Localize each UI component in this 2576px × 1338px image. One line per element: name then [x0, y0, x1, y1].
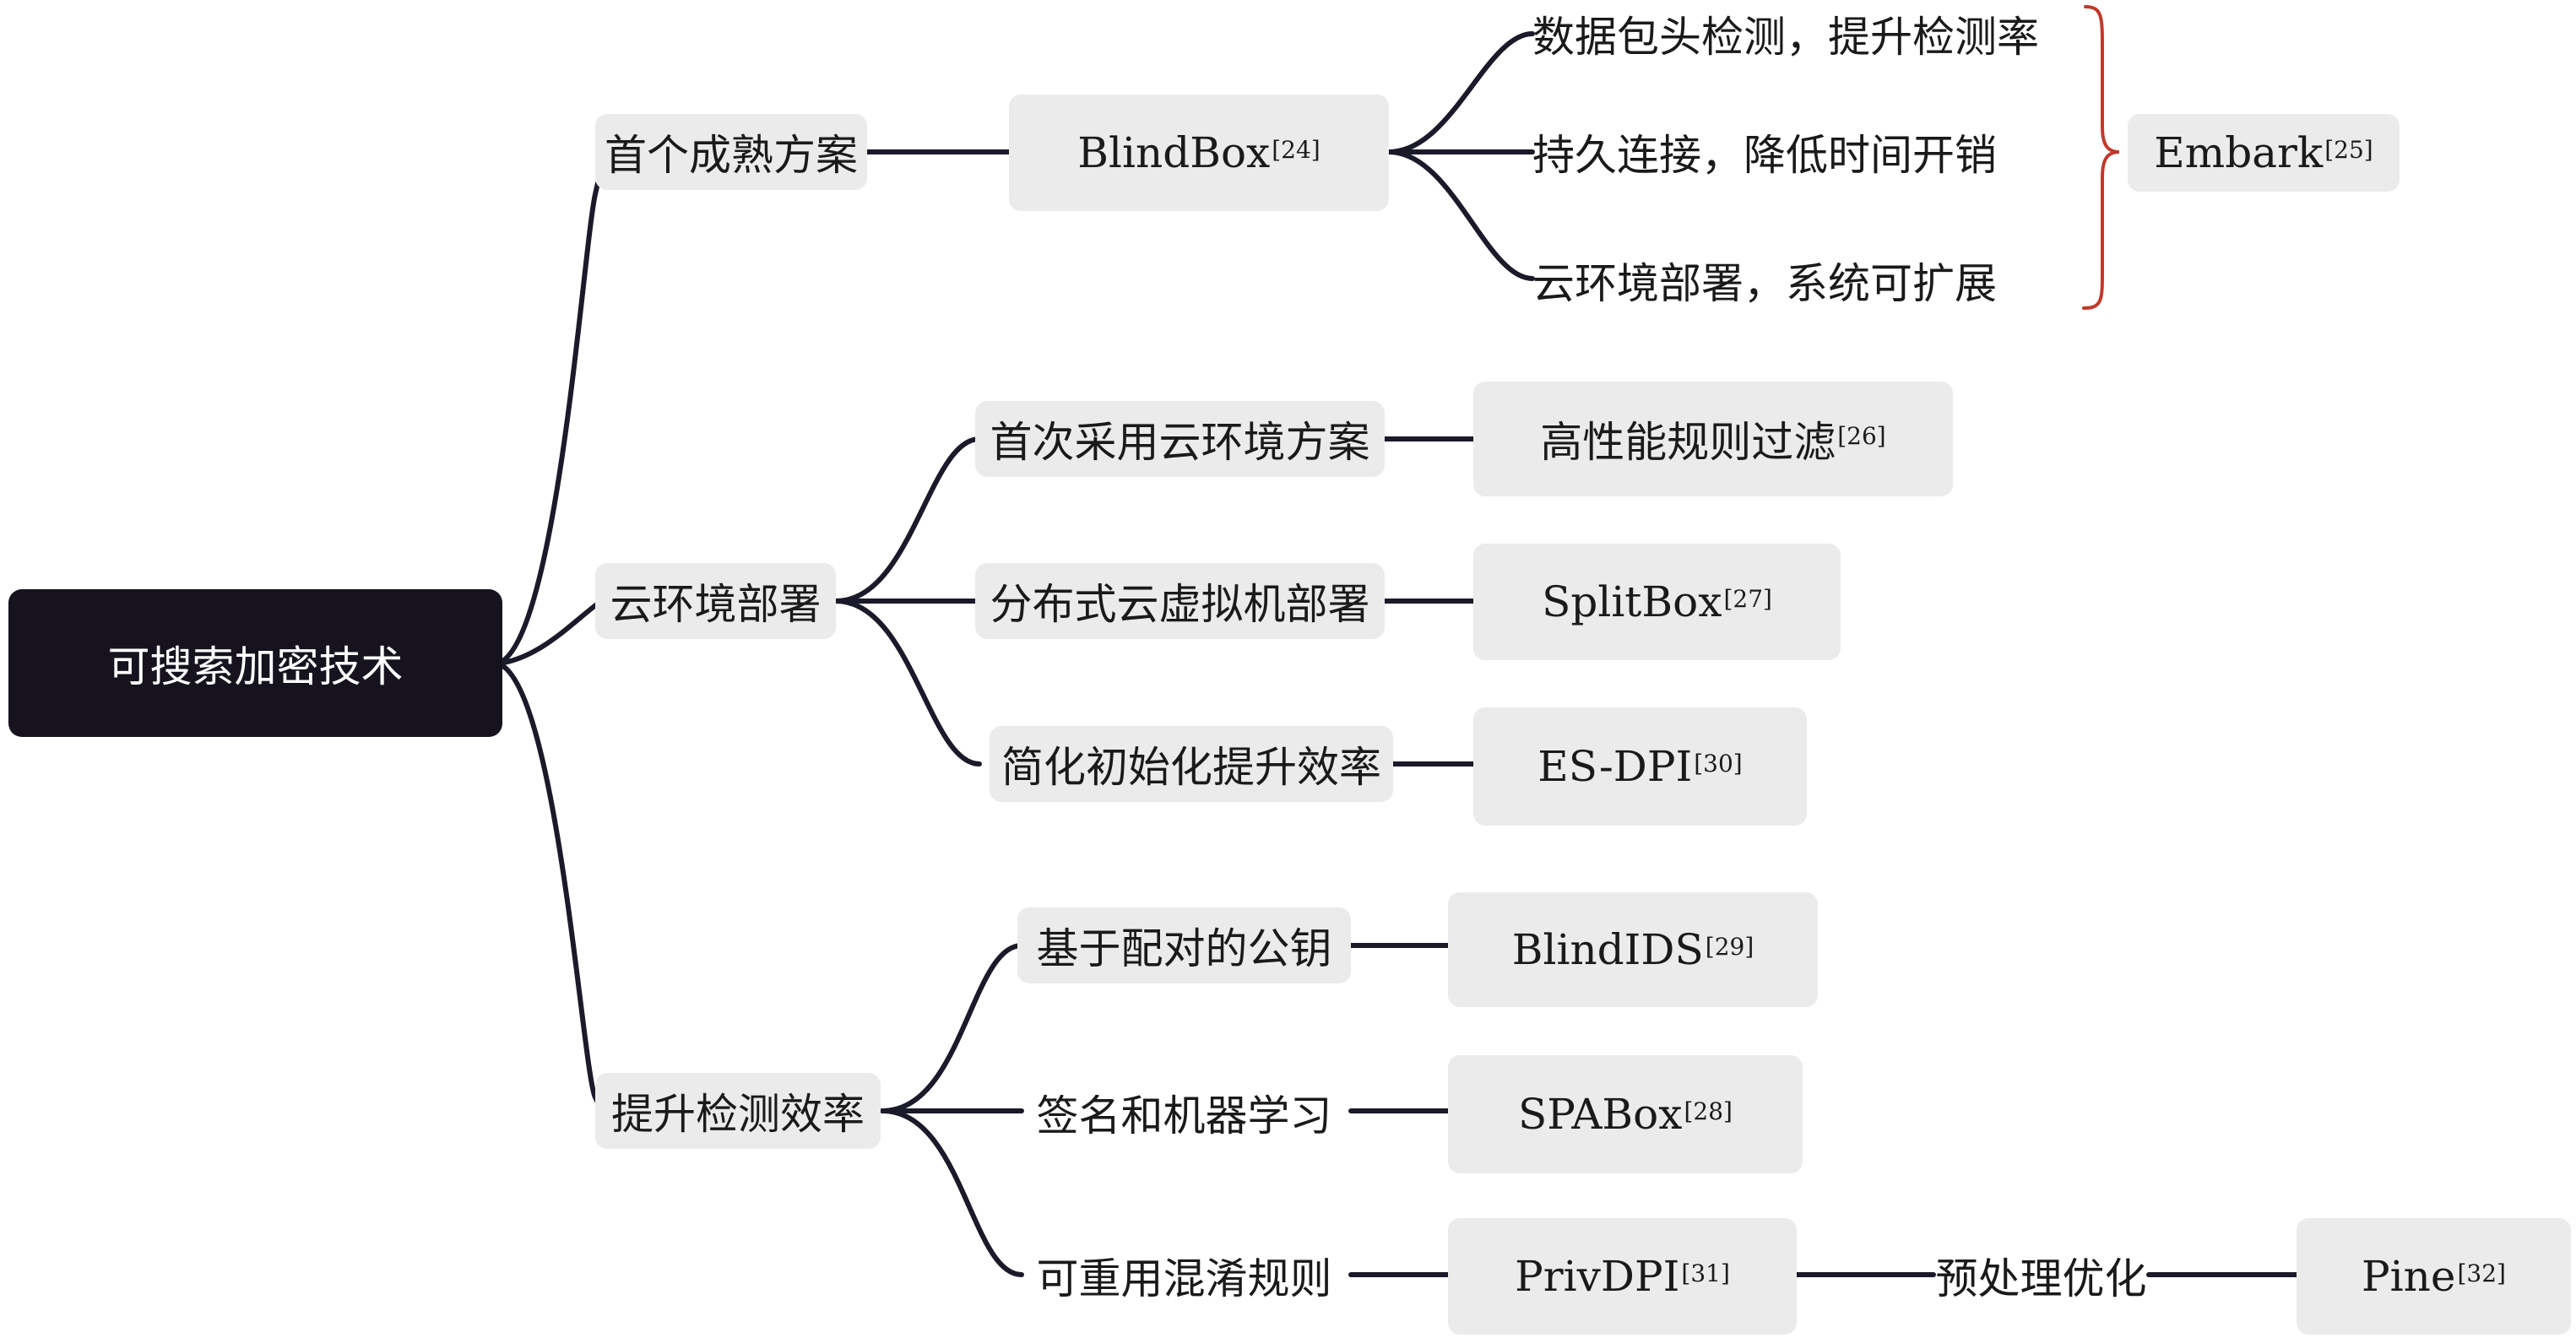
node-label: SplitBox [1542, 577, 1722, 626]
node-label: 预处理优化 [1935, 1254, 2147, 1303]
branch-improve-detection[interactable]: 提升检测效率 [595, 1073, 881, 1149]
feature-label: 数据包头检测，提升检测率 [1532, 13, 2039, 62]
branch-label: 云环境部署 [610, 580, 822, 629]
feature-persistent-connection[interactable]: 持久连接，降低时间开销 [1532, 118, 2073, 186]
privdpi-node[interactable]: PrivDPI[31] [1448, 1218, 1797, 1335]
embark-node[interactable]: Embark[25] [2128, 114, 2400, 192]
blindbox-node[interactable]: BlindBox[24] [1009, 95, 1389, 211]
citation: [26] [1837, 421, 1886, 450]
pine-node[interactable]: Pine[32] [2297, 1218, 2571, 1335]
spabox-node[interactable]: SPABox[28] [1448, 1055, 1803, 1173]
branch-label: 提升检测效率 [611, 1090, 865, 1139]
root-label: 可搜索加密技术 [107, 642, 404, 691]
citation: [27] [1723, 584, 1772, 613]
perf-reusable-obfuscation[interactable]: 可重用混淆规则 [1017, 1239, 1351, 1311]
cloud-simplified-init[interactable]: 简化初始化提升效率 [990, 726, 1393, 802]
node-label: BlindIDS [1511, 925, 1704, 974]
root-node[interactable]: 可搜索加密技术 [8, 589, 502, 737]
node-label: 高性能规则过滤 [1540, 418, 1836, 467]
grouping-brace [2082, 5, 2120, 310]
node-label: BlindBox [1077, 128, 1271, 177]
cloud-distributed-vm[interactable]: 分布式云虚拟机部署 [975, 563, 1385, 639]
feature-cloud-scalable[interactable]: 云环境部署，系统可扩展 [1532, 246, 2073, 314]
node-label: 基于配对的公钥 [1036, 924, 1332, 973]
node-label: 签名和机器学习 [1036, 1091, 1332, 1140]
feature-label: 持久连接，降低时间开销 [1532, 131, 1997, 180]
citation: [32] [2457, 1259, 2506, 1287]
citation: [30] [1694, 749, 1743, 777]
node-label: PrivDPI [1515, 1252, 1680, 1301]
node-label: Pine [2362, 1252, 2456, 1301]
citation: [31] [1681, 1259, 1730, 1287]
perf-pairing-pubkey[interactable]: 基于配对的公钥 [1017, 907, 1351, 983]
splitbox-node[interactable]: SplitBox[27] [1473, 544, 1841, 660]
node-label: Embark [2154, 128, 2324, 177]
citation: [24] [1272, 135, 1321, 164]
feature-header-detection[interactable]: 数据包头检测，提升检测率 [1532, 0, 2073, 68]
node-label: ES-DPI [1537, 742, 1693, 791]
branch-label: 首个成熟方案 [605, 131, 858, 180]
cloud-first-scheme[interactable]: 首次采用云环境方案 [975, 401, 1385, 477]
node-label: 分布式云虚拟机部署 [990, 580, 1370, 629]
perf-signature-ml[interactable]: 签名和机器学习 [1017, 1076, 1351, 1148]
node-label: 首次采用云环境方案 [990, 418, 1370, 467]
node-label: 可重用混淆规则 [1036, 1254, 1332, 1303]
node-label: SPABox [1518, 1090, 1683, 1139]
feature-label: 云环境部署，系统可扩展 [1532, 259, 1997, 308]
node-label: 简化初始化提升效率 [1001, 743, 1381, 792]
blindids-node[interactable]: BlindIDS[29] [1448, 892, 1818, 1007]
citation: [25] [2324, 135, 2373, 164]
preprocess-optimization[interactable]: 预处理优化 [1933, 1241, 2149, 1310]
citation: [29] [1705, 932, 1754, 961]
esdpi-node[interactable]: ES-DPI[30] [1473, 707, 1807, 826]
citation: [28] [1684, 1097, 1733, 1125]
branch-cloud-deploy[interactable]: 云环境部署 [595, 563, 836, 639]
branch-first-solution[interactable]: 首个成熟方案 [595, 114, 867, 190]
hpf-node[interactable]: 高性能规则过滤[26] [1473, 382, 1953, 496]
